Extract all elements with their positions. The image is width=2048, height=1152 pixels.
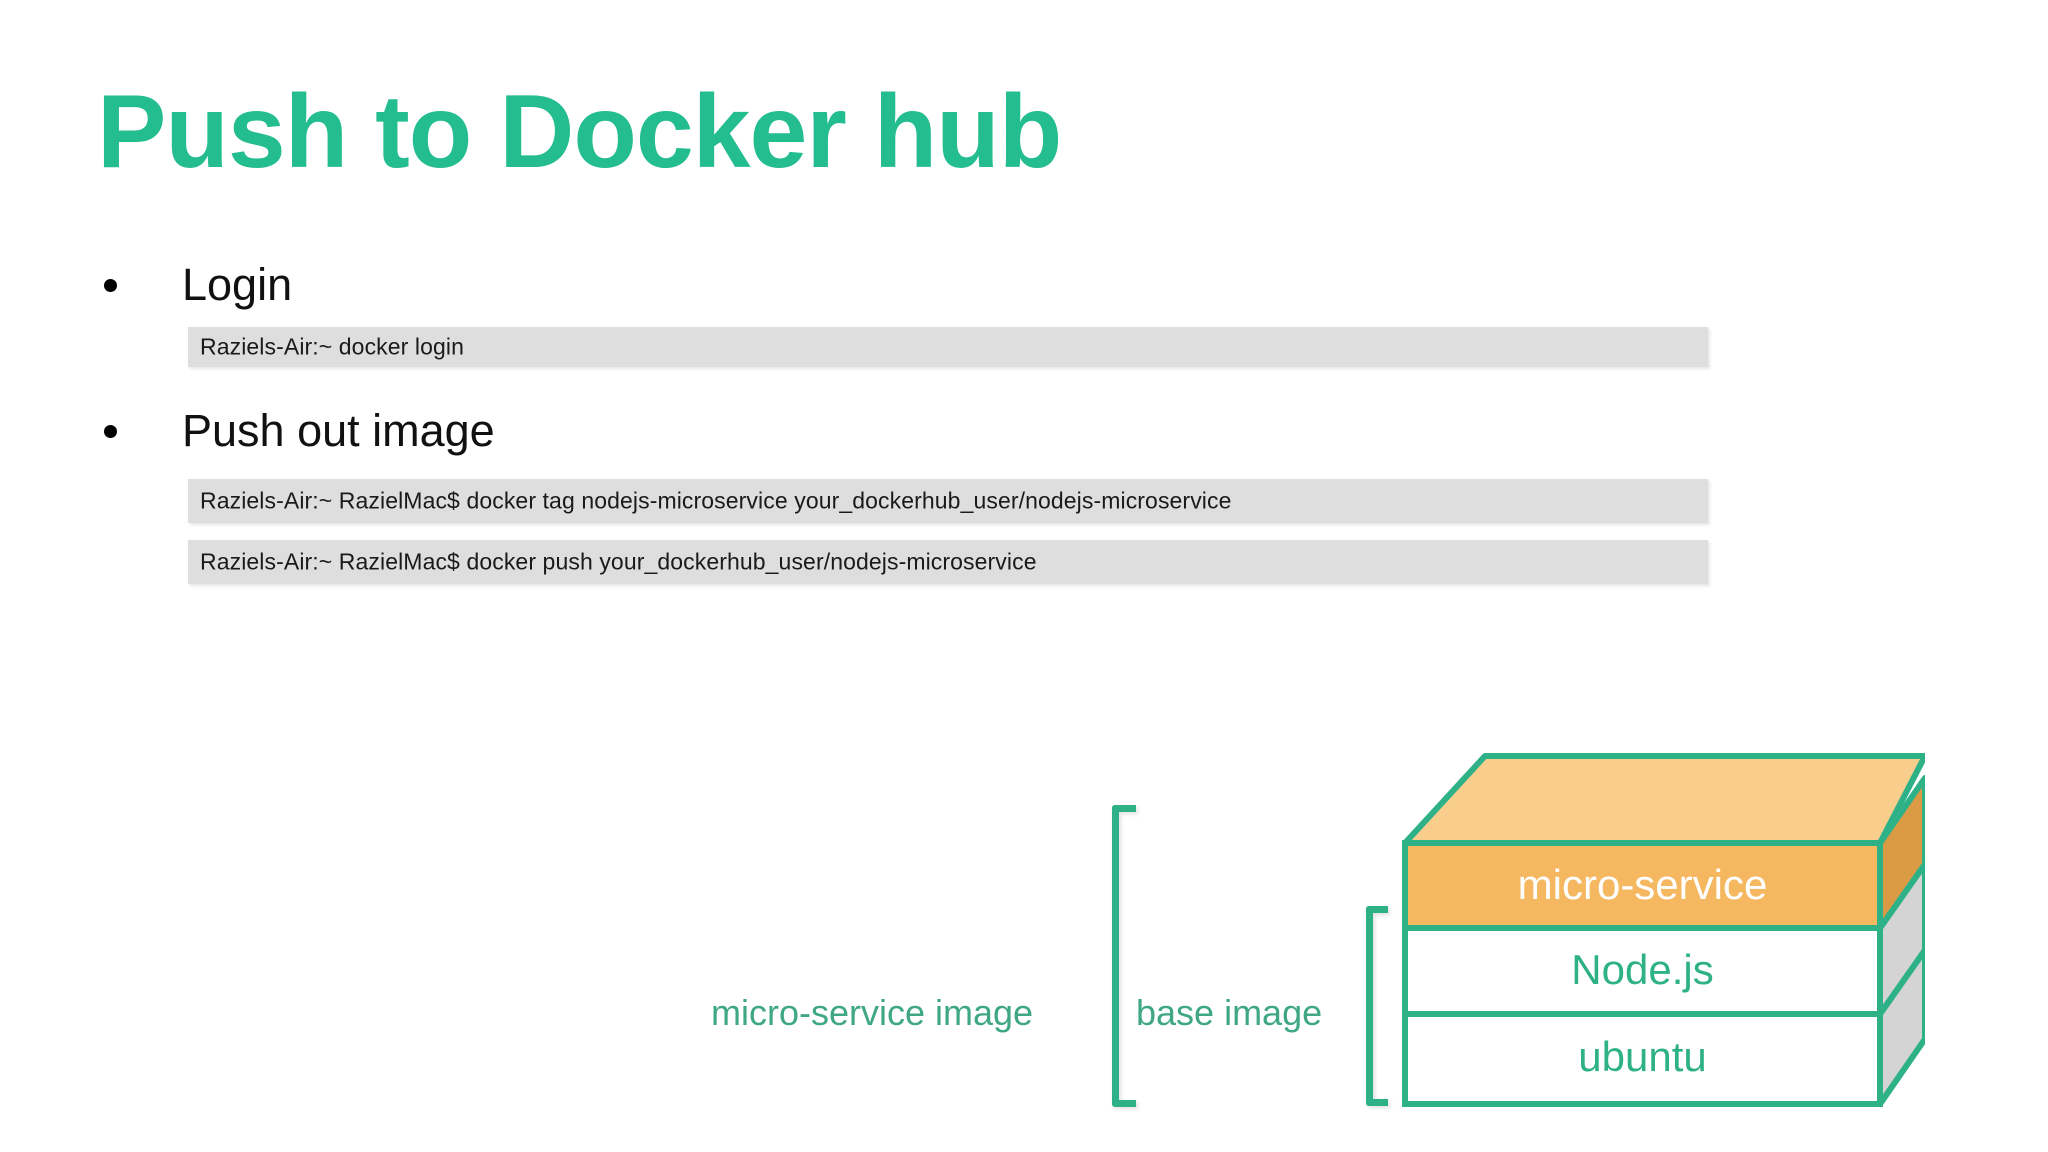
docker-image-layers-diagram: micro-service Node.js ubuntu (1395, 748, 1925, 1120)
command-bar-docker-push: Raziels-Air:~ RazielMac$ docker push you… (188, 540, 1708, 584)
bullet-marker-icon (104, 279, 117, 292)
layer-front-ubuntu (1402, 1011, 1883, 1107)
layer-front-nodejs (1402, 925, 1883, 1017)
command-text: Raziels-Air:~ RazielMac$ docker tag node… (200, 487, 1232, 514)
page-title: Push to Docker hub (97, 74, 1062, 190)
layer-label-microservice: micro-service (1517, 861, 1768, 908)
command-text: Raziels-Air:~ RazielMac$ docker push you… (200, 548, 1037, 575)
command-bar-docker-tag: Raziels-Air:~ RazielMac$ docker tag node… (188, 479, 1708, 523)
bullet-marker-icon (104, 425, 117, 438)
bullet-label: Login (182, 259, 293, 310)
layer-label-ubuntu: ubuntu (1578, 1033, 1707, 1080)
bullet-item-push-out-image: Push out image (96, 403, 1296, 463)
bullet-label: Push out image (182, 405, 495, 456)
layer-label-nodejs: Node.js (1571, 946, 1714, 993)
command-text: Raziels-Air:~ docker login (200, 333, 465, 360)
diagram-label-base-image: base image (1136, 992, 1323, 1033)
layer-front-microservice (1402, 840, 1883, 931)
bracket-base-image (1366, 906, 1388, 1106)
command-bar-login: Raziels-Air:~ docker login (188, 327, 1708, 367)
bullet-item-login: Login (96, 257, 1296, 317)
diagram-label-microservice-image: micro-service image (711, 992, 1034, 1033)
bracket-microservice-image (1112, 805, 1136, 1107)
layer-top-face (1402, 753, 1925, 846)
